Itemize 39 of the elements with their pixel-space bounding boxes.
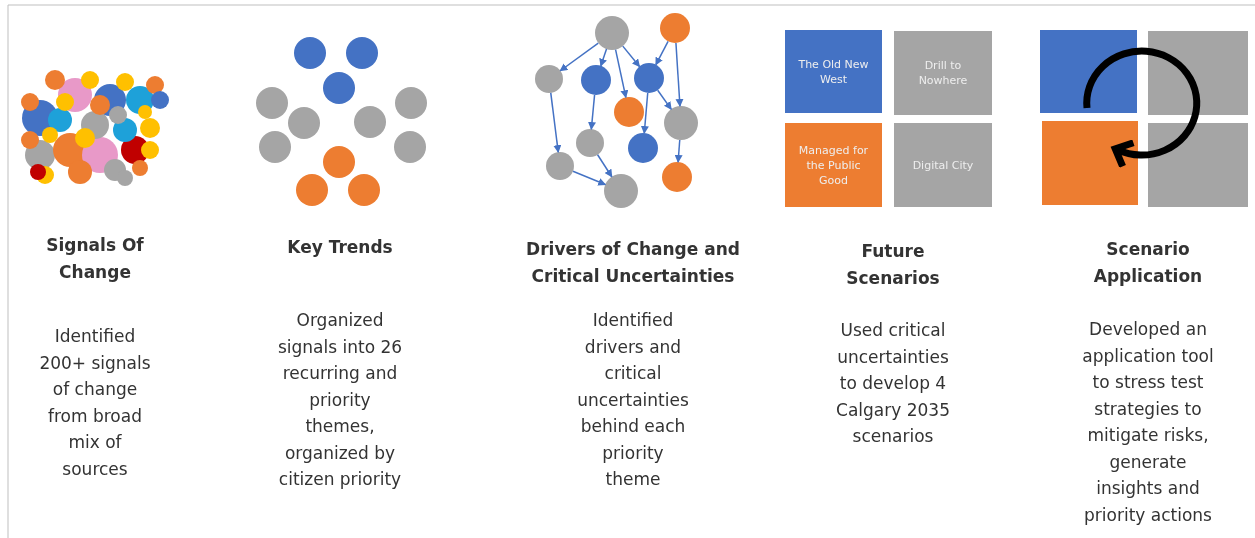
step-description: Identified drivers and critical uncertainties behind each priority theme: [576, 309, 690, 491]
scenario-tile: Digital City: [894, 123, 992, 207]
circle-node: [634, 63, 664, 93]
step-description: Used critical uncertainties to develop 4 Calgary 2035 scenarios: [835, 319, 951, 448]
arrow: [596, 154, 613, 178]
circle-node: [660, 13, 690, 43]
circle-node: [581, 65, 611, 95]
step-heading: Signals Of Change: [45, 234, 145, 284]
step-heading: Scenario Application: [1092, 238, 1204, 288]
arrow: [655, 40, 669, 66]
arrow: [559, 42, 599, 72]
arrow: [675, 42, 684, 108]
arrow: [622, 45, 641, 68]
circle-node: [628, 133, 658, 163]
circle-node: [614, 97, 644, 127]
circle-node: [662, 162, 692, 192]
arrow: [614, 48, 629, 99]
arrow: [550, 92, 562, 154]
step-description: Identified 200+ signals of change from broad mix of sources: [38, 325, 152, 481]
circle-node: [535, 65, 563, 93]
step-description: Developed an application tool to stress test strategies to mitigate risks, generate insights and priority actions: [1081, 318, 1215, 527]
step-description: Organized signals into 26 recurring and priority themes, organized by citizen priority: [276, 309, 404, 491]
step-heading: Drivers of Change and Critical Uncertainties: [525, 238, 741, 288]
step-heading: Future Scenarios: [845, 240, 941, 290]
scenario-tile: The Old New West: [785, 30, 882, 113]
scenario-tile: Managed for the Public Good: [785, 123, 882, 207]
circle-node: [664, 106, 698, 140]
scenario-tile: Drill to Nowhere: [894, 31, 992, 115]
circle-node: [546, 152, 574, 180]
arrow: [588, 94, 596, 131]
arrow: [572, 170, 607, 186]
circle-node: [576, 129, 604, 157]
arrow: [599, 48, 608, 67]
arrow: [674, 139, 683, 164]
step-heading: Key Trends: [286, 236, 394, 259]
arrow: [640, 92, 649, 135]
circle-node: [604, 174, 638, 208]
arrow: [656, 89, 672, 110]
circle-node: [595, 16, 629, 50]
